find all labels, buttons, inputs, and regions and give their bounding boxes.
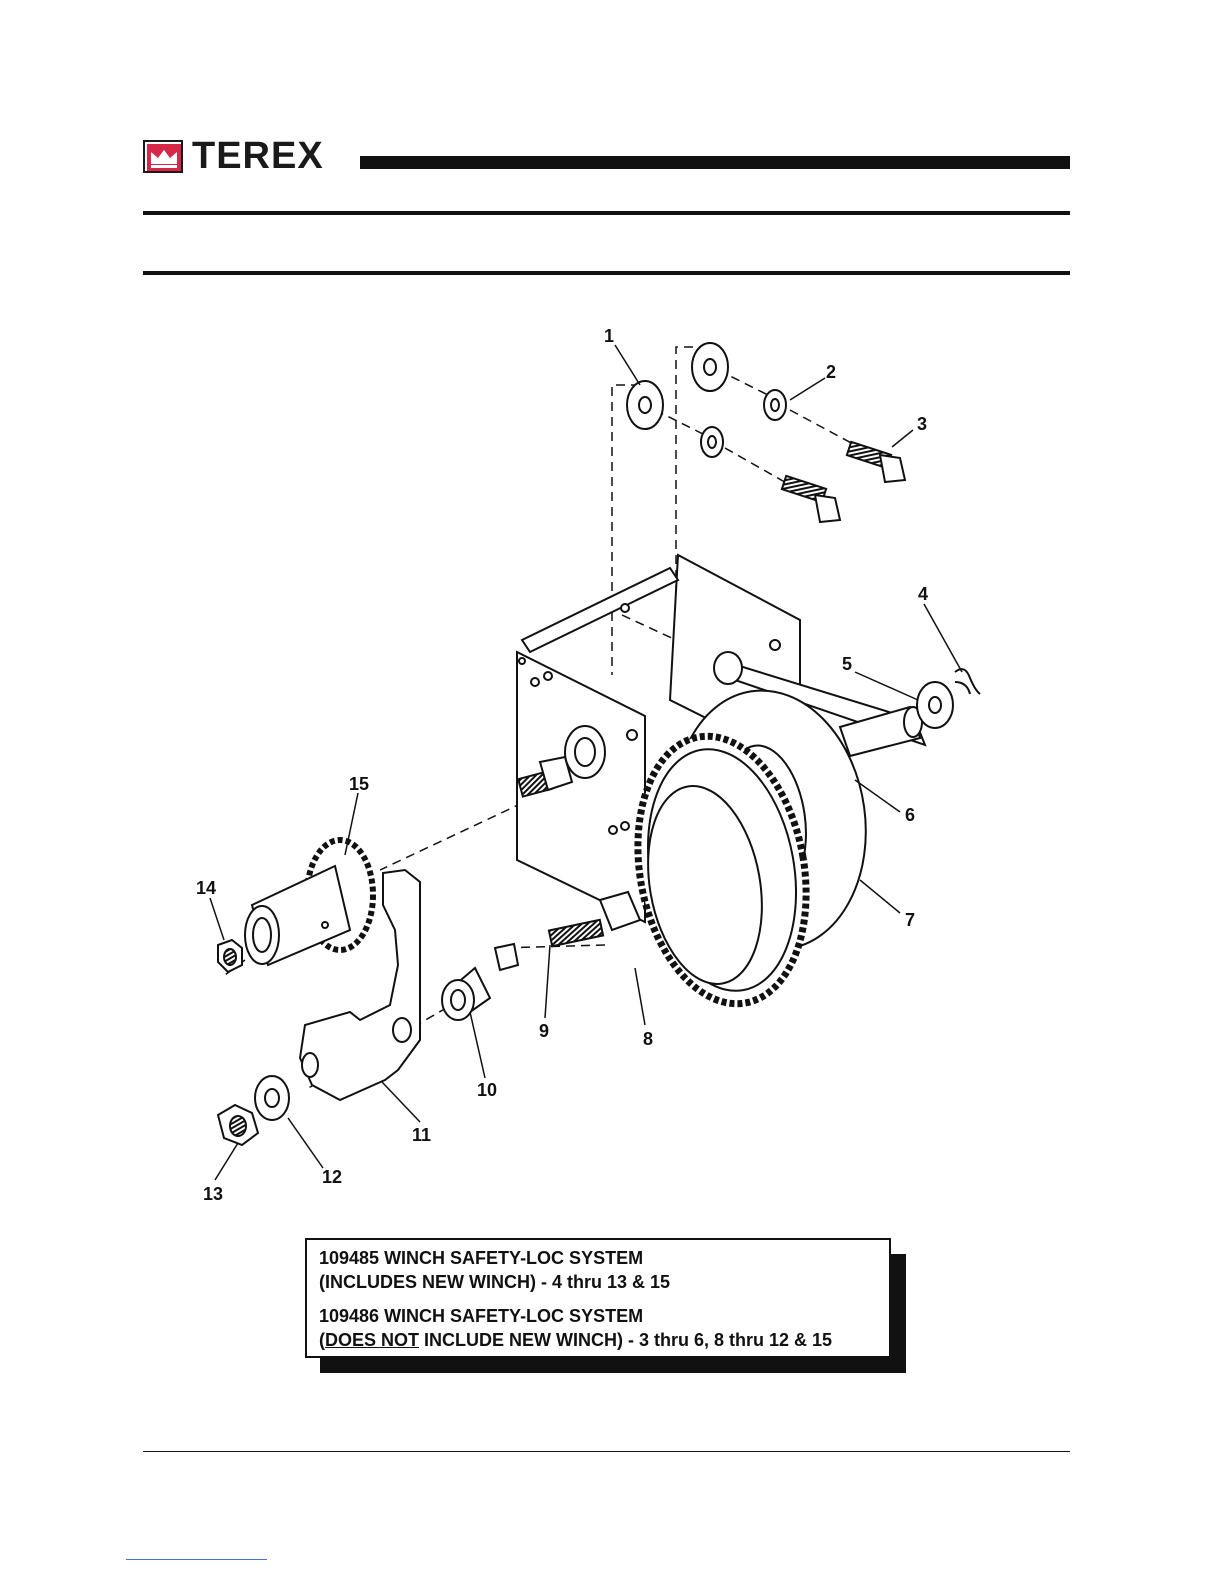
kit-1-detail: (INCLUDES NEW WINCH) - 4 thru 13 & 15 xyxy=(319,1270,877,1294)
callout-12: 12 xyxy=(322,1167,342,1187)
footer-rule xyxy=(143,1451,1070,1452)
kit-2-detail-rest: INCLUDE NEW WINCH) - 3 thru 6, 8 thru 12… xyxy=(419,1330,832,1350)
callout-4: 4 xyxy=(918,584,928,604)
sprocket-15 xyxy=(245,840,373,965)
kit-2-emphasis: DOES NOT xyxy=(325,1330,419,1350)
kit-2-detail: (DOES NOT INCLUDE NEW WINCH) - 3 thru 6,… xyxy=(319,1328,877,1352)
spacer-10 xyxy=(442,944,518,1020)
callout-8: 8 xyxy=(643,1029,653,1049)
kit-2-title: 109486 WINCH SAFETY-LOC SYSTEM xyxy=(319,1304,877,1328)
callout-14: 14 xyxy=(196,878,216,898)
bolt-3 xyxy=(782,442,905,522)
callout-1: 1 xyxy=(604,326,614,346)
footer-link-underline[interactable] xyxy=(126,1559,267,1560)
callout-9: 9 xyxy=(539,1021,549,1041)
lock-washer-2 xyxy=(701,390,786,457)
washer-12 xyxy=(255,1076,289,1120)
callout-2: 2 xyxy=(826,362,836,382)
callout-3: 3 xyxy=(917,414,927,434)
callout-10: 10 xyxy=(477,1080,497,1100)
callout-6: 6 xyxy=(905,805,915,825)
callout-5: 5 xyxy=(842,654,852,674)
nut-13 xyxy=(218,1105,258,1145)
callout-11: 11 xyxy=(412,1125,431,1145)
callout-15: 15 xyxy=(349,774,369,794)
callout-13: 13 xyxy=(203,1184,223,1204)
kit-info-box: 109485 WINCH SAFETY-LOC SYSTEM (INCLUDES… xyxy=(305,1238,891,1358)
kit-1-title: 109485 WINCH SAFETY-LOC SYSTEM xyxy=(319,1246,877,1270)
bolt-9 xyxy=(549,892,640,946)
nut-14 xyxy=(218,940,242,972)
callout-7: 7 xyxy=(905,910,915,930)
clip-4 xyxy=(955,669,980,694)
washer-1 xyxy=(627,343,728,429)
washer-5 xyxy=(917,682,953,728)
